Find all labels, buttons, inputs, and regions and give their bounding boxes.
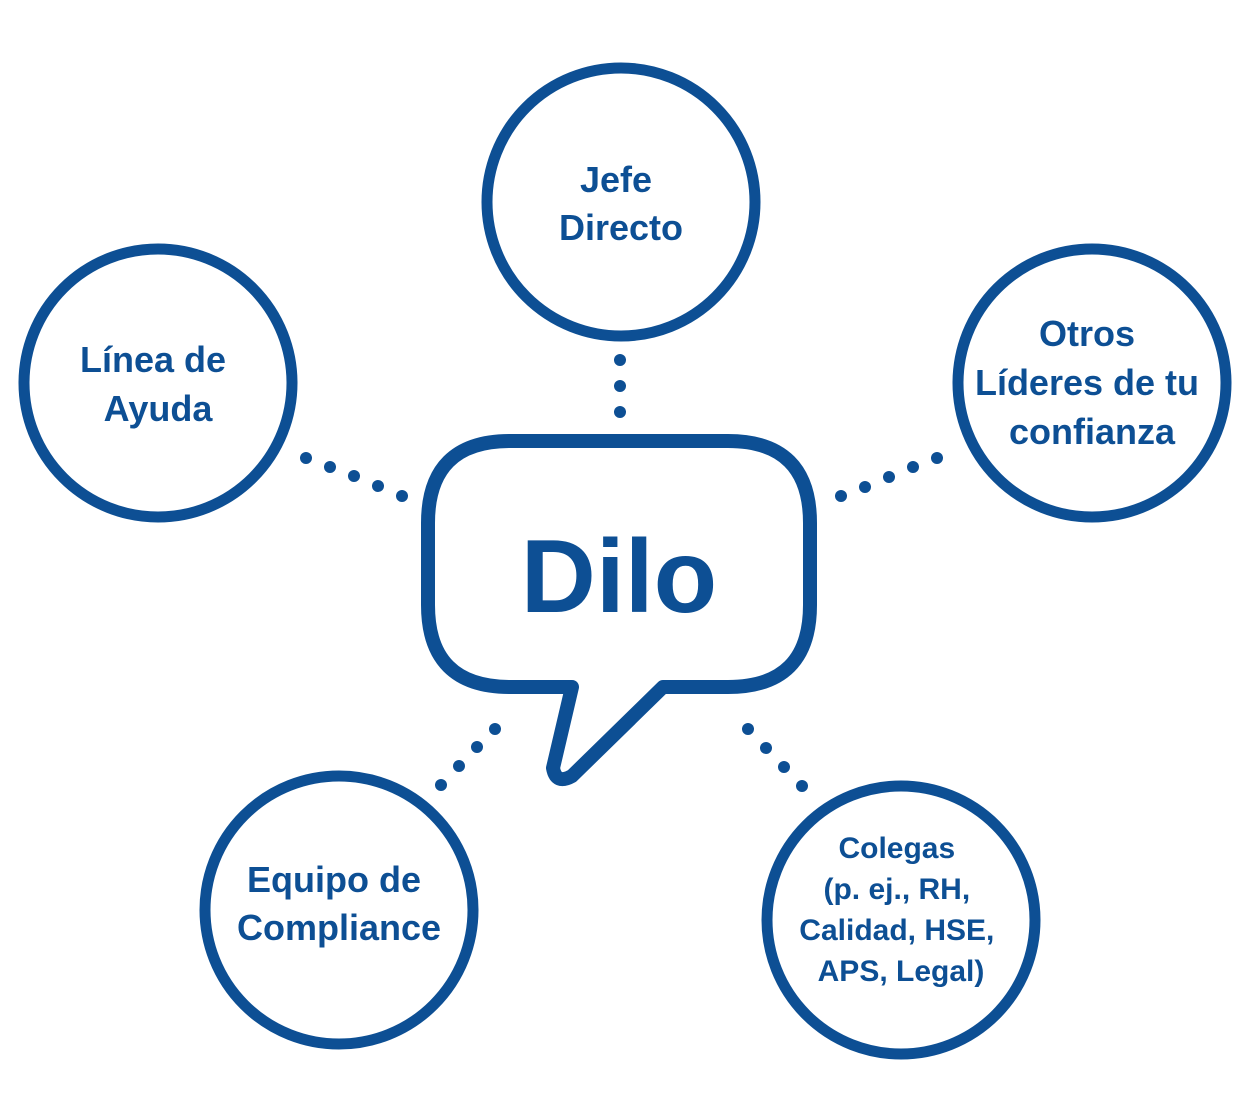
connector-otros-lideres bbox=[835, 452, 943, 502]
connector-jefe-directo bbox=[614, 354, 626, 418]
connector-colegas bbox=[742, 723, 808, 792]
node-equipo-compliance: Equipo de Compliance bbox=[199, 770, 479, 1050]
node-label: Jefe Directo bbox=[559, 159, 683, 248]
center-speech-bubble: Dilo bbox=[421, 434, 817, 787]
node-circle bbox=[199, 770, 479, 1050]
node-label: Otros Líderes de tu confianza bbox=[975, 313, 1209, 452]
node-jefe-directo: Jefe Directo bbox=[481, 62, 761, 342]
node-circle bbox=[18, 243, 298, 523]
node-otros-lideres: Otros Líderes de tu confianza bbox=[952, 243, 1232, 523]
node-label: Línea de Ayuda bbox=[80, 339, 236, 429]
node-colegas: Colegas (p. ej., RH, Calidad, HSE, APS, … bbox=[761, 780, 1041, 1060]
node-label: Colegas (p. ej., RH, Calidad, HSE, APS, … bbox=[799, 832, 1002, 988]
connector-equipo-compliance bbox=[435, 723, 501, 791]
connector-linea-de-ayuda bbox=[300, 452, 408, 502]
speech-bubble-icon bbox=[421, 434, 817, 787]
node-linea-de-ayuda: Línea de Ayuda bbox=[18, 243, 298, 523]
node-circle bbox=[761, 780, 1041, 1060]
center-label: Dilo bbox=[521, 519, 717, 635]
node-circle bbox=[952, 243, 1232, 523]
node-circle bbox=[481, 62, 761, 342]
node-label: Equipo de Compliance bbox=[237, 859, 441, 948]
